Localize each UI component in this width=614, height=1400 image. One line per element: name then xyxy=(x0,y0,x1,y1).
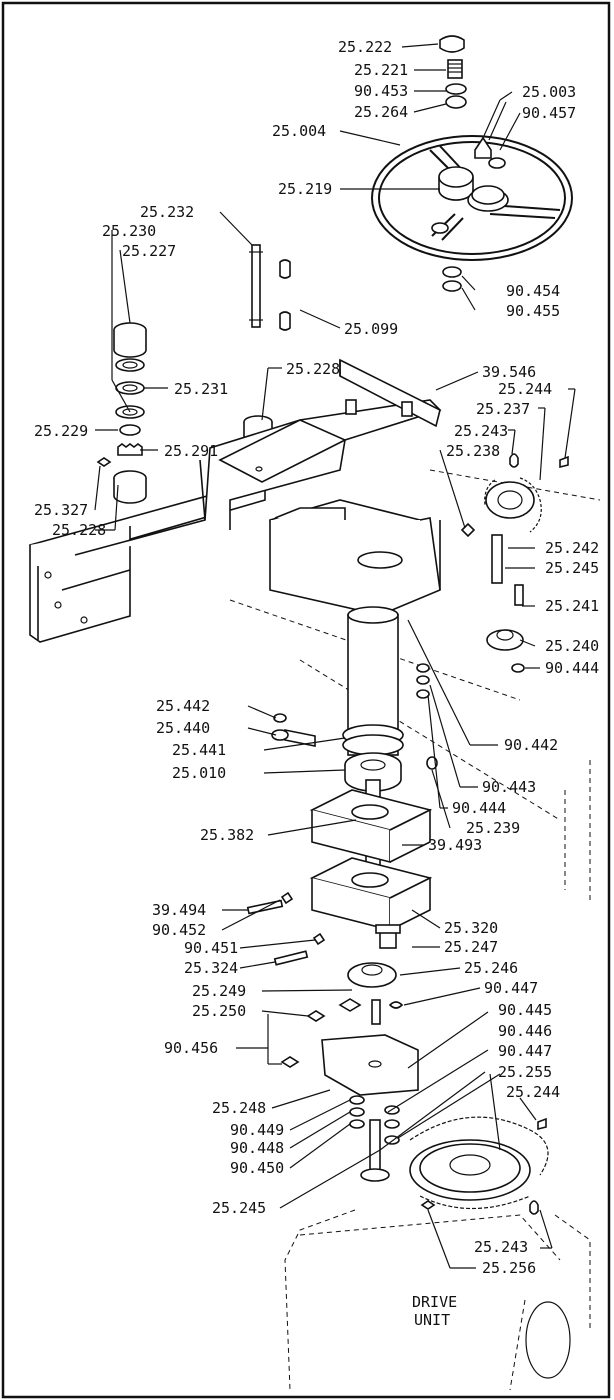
label-25-249: 25.249 xyxy=(192,982,246,1000)
label-25-441: 25.441 xyxy=(172,741,226,759)
label-25-227: 25.227 xyxy=(122,242,176,260)
label-25-264: 25.264 xyxy=(354,103,408,121)
label-90-456: 90.456 xyxy=(164,1039,218,1057)
label-25-243-bottom: 25.243 xyxy=(474,1238,528,1256)
label-39-494: 39.494 xyxy=(152,901,206,919)
part-labels: 25.222 25.221 90.453 25.264 25.003 90.45… xyxy=(34,38,599,1329)
label-90-449: 90.449 xyxy=(230,1121,284,1139)
label-90-448: 90.448 xyxy=(230,1139,284,1157)
label-25-099: 25.099 xyxy=(344,320,398,338)
label-25-010: 25.010 xyxy=(172,764,226,782)
label-90-455: 90.455 xyxy=(506,302,560,320)
label-90-447-top: 90.447 xyxy=(484,979,538,997)
steering-wheel-assembly xyxy=(371,35,573,292)
mounting-blocks xyxy=(246,789,433,966)
main-frame xyxy=(28,358,601,821)
lower-sprocket xyxy=(409,1116,549,1215)
label-25-244-bottom: 25.244 xyxy=(506,1083,560,1101)
label-25-246: 25.246 xyxy=(464,959,518,977)
label-25-231: 25.231 xyxy=(174,380,228,398)
label-25-003: 25.003 xyxy=(522,83,576,101)
label-25-219: 25.219 xyxy=(278,180,332,198)
left-bearing-stack xyxy=(96,244,291,504)
label-25-222: 25.222 xyxy=(338,38,392,56)
label-25-243-top: 25.243 xyxy=(454,422,508,440)
label-25-327: 25.327 xyxy=(34,501,88,519)
steering-column xyxy=(271,606,438,891)
label-25-229: 25.229 xyxy=(34,422,88,440)
label-25-442: 25.442 xyxy=(156,697,210,715)
label-25-248: 25.248 xyxy=(212,1099,266,1117)
label-25-245-top: 25.245 xyxy=(545,559,599,577)
label-25-228-bottom: 25.228 xyxy=(52,521,106,539)
label-25-245-bottom: 25.245 xyxy=(212,1199,266,1217)
label-90-445: 90.445 xyxy=(498,1001,552,1019)
label-90-451: 90.451 xyxy=(184,939,238,957)
leader-lines xyxy=(94,43,576,1269)
lower-bracket xyxy=(280,924,419,1182)
label-25-240: 25.240 xyxy=(545,637,599,655)
label-25-255: 25.255 xyxy=(498,1063,552,1081)
label-25-244-top: 25.244 xyxy=(498,380,552,398)
label-25-242: 25.242 xyxy=(545,539,599,557)
drive-unit-label-line1: DRIVE xyxy=(412,1293,457,1311)
label-90-454: 90.454 xyxy=(506,282,560,300)
label-25-004: 25.004 xyxy=(272,122,326,140)
label-90-443: 90.443 xyxy=(482,778,536,796)
label-25-239: 25.239 xyxy=(466,819,520,837)
label-25-232: 25.232 xyxy=(140,203,194,221)
label-25-320: 25.320 xyxy=(444,919,498,937)
label-25-238: 25.238 xyxy=(446,442,500,460)
label-90-442: 90.442 xyxy=(504,736,558,754)
label-25-241: 25.241 xyxy=(545,597,599,615)
label-25-228-top: 25.228 xyxy=(286,360,340,378)
label-90-444-top: 90.444 xyxy=(545,659,599,677)
label-25-291: 25.291 xyxy=(164,442,218,460)
drive-unit-label-line2: UNIT xyxy=(414,1311,450,1329)
label-39-546: 39.546 xyxy=(482,363,536,381)
drive-unit-outline xyxy=(284,760,591,1391)
label-90-453: 90.453 xyxy=(354,82,408,100)
label-90-446: 90.446 xyxy=(498,1022,552,1040)
label-25-221: 25.221 xyxy=(354,61,408,79)
label-25-230: 25.230 xyxy=(102,222,156,240)
label-25-250: 25.250 xyxy=(192,1002,246,1020)
label-90-457: 90.457 xyxy=(522,104,576,122)
label-90-450: 90.450 xyxy=(230,1159,284,1177)
label-39-493: 39.493 xyxy=(428,836,482,854)
label-90-444-bottom: 90.444 xyxy=(452,799,506,817)
label-90-447-bottom: 90.447 xyxy=(498,1042,552,1060)
label-25-324: 25.324 xyxy=(184,959,238,977)
sprocket-and-chain xyxy=(460,453,569,673)
label-25-440: 25.440 xyxy=(156,719,210,737)
label-25-247: 25.247 xyxy=(444,938,498,956)
label-25-256: 25.256 xyxy=(482,1259,536,1277)
label-25-237: 25.237 xyxy=(476,400,530,418)
label-90-452: 90.452 xyxy=(152,921,206,939)
label-25-382: 25.382 xyxy=(200,826,254,844)
